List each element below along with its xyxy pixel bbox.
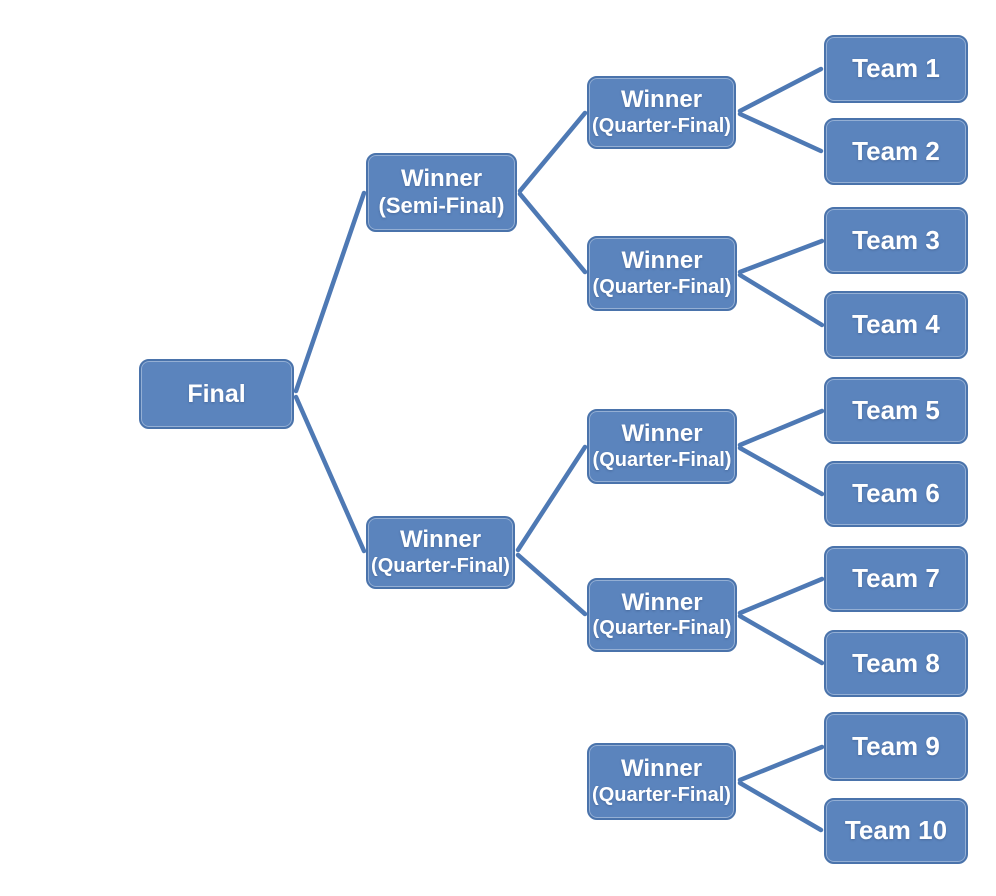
node-team-5: Team 5 (824, 377, 968, 444)
node-label: Team 1 (852, 53, 940, 84)
node-sublabel: (Quarter-Final) (592, 448, 732, 471)
node-sublabel: (Quarter-Final) (371, 554, 510, 577)
node-label: Team 6 (852, 478, 940, 509)
node-label: Team 8 (852, 647, 940, 678)
node-sublabel: (Quarter-Final) (592, 617, 732, 640)
node-label: Winner (620, 755, 703, 783)
node-team-7: Team 7 (824, 546, 968, 612)
node-quarter-final-winner-1: Winner (Quarter-Final) (587, 76, 736, 149)
connector-qffeeder-qf4 (515, 552, 588, 617)
node-quarter-final-winner-4: Winner (Quarter-Final) (587, 578, 737, 652)
connector-qf2-team4 (737, 272, 825, 328)
node-sublabel: (Quarter-Final) (592, 114, 731, 137)
node-label: Winner (621, 247, 703, 275)
node-label: Team 4 (852, 309, 940, 340)
node-quarter-final-winner-2: Winner (Quarter-Final) (587, 236, 737, 311)
connector-qf1-team1 (737, 66, 824, 114)
connector-qf4-team7 (737, 576, 825, 616)
node-semi-final-winner: Winner (Semi-Final) (366, 153, 517, 232)
node-label: Team 7 (852, 563, 940, 594)
connector-qffeeder-qf3 (515, 444, 588, 553)
connector-semi-qf2 (517, 191, 588, 275)
node-label: Final (187, 380, 246, 408)
connector-qf3-team6 (737, 445, 825, 497)
node-team-9: Team 9 (824, 712, 968, 781)
node-label: Team 3 (852, 224, 940, 255)
node-team-1: Team 1 (824, 35, 968, 103)
node-team-2: Team 2 (824, 118, 968, 185)
connector-qf5-team10 (737, 780, 824, 833)
node-label: Team 5 (852, 394, 940, 425)
node-quarter-final-winner-feeder: Winner (Quarter-Final) (366, 516, 515, 589)
node-sublabel: (Quarter-Final) (592, 783, 731, 806)
node-quarter-final-winner-3: Winner (Quarter-Final) (587, 409, 737, 484)
node-label: Winner (399, 526, 482, 554)
node-team-3: Team 3 (824, 207, 968, 274)
node-final: Final (139, 359, 294, 429)
node-label: Winner (621, 420, 703, 448)
node-sublabel: (Semi-Final) (378, 192, 505, 218)
connector-final-semifinal (293, 190, 367, 394)
node-sublabel: (Quarter-Final) (592, 275, 732, 298)
node-label: Team 10 (844, 815, 948, 846)
connector-qf4-team8 (737, 613, 825, 666)
node-label: Winner (400, 164, 483, 192)
node-label: Team 2 (852, 135, 940, 166)
node-team-6: Team 6 (824, 461, 968, 527)
node-team-4: Team 4 (824, 291, 968, 359)
node-team-8: Team 8 (824, 630, 968, 697)
connector-qf5-team9 (737, 744, 825, 783)
connector-qf3-team5 (737, 408, 825, 448)
node-label: Winner (620, 86, 703, 114)
connector-qf2-team3 (737, 238, 825, 275)
connector-final-qffeeder (293, 394, 367, 554)
node-label: Team 9 (852, 730, 940, 761)
node-team-10: Team 10 (824, 798, 968, 864)
connector-qf1-team2 (737, 111, 824, 154)
node-label: Winner (621, 588, 703, 616)
node-quarter-final-winner-5: Winner (Quarter-Final) (587, 743, 736, 820)
connector-semi-qf1 (517, 110, 588, 194)
